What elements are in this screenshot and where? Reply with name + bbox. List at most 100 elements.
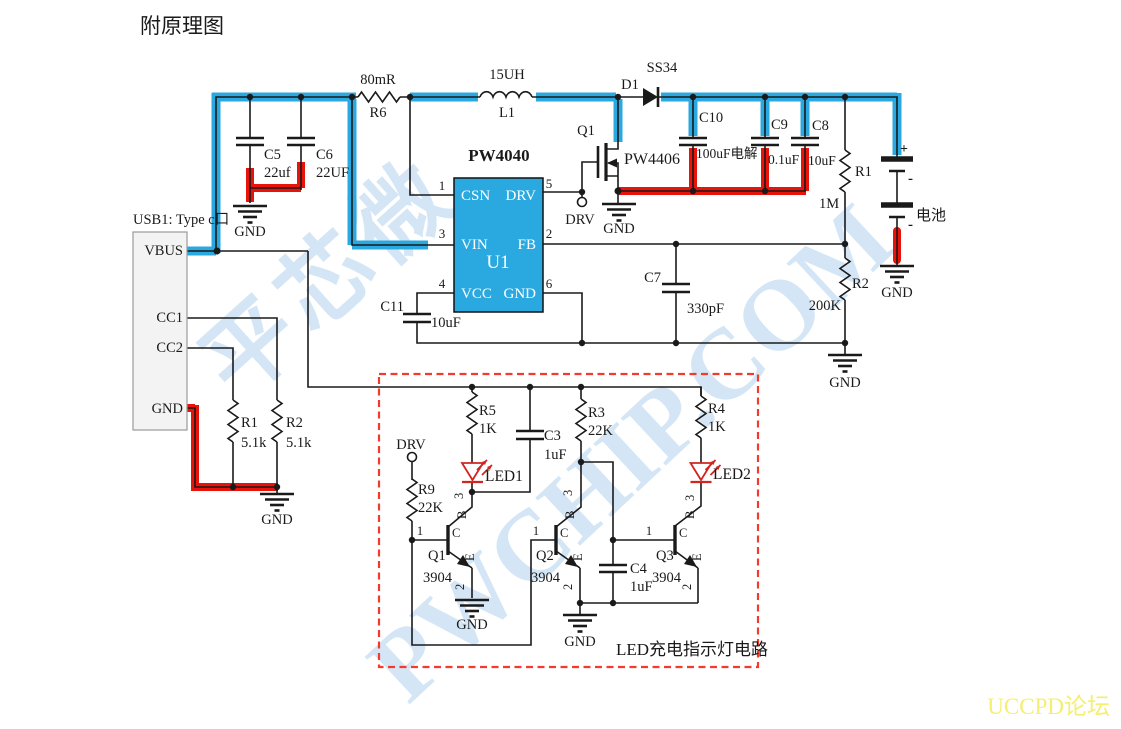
q1-pin1: 1 bbox=[417, 524, 423, 538]
c7-ref: C7 bbox=[644, 270, 661, 286]
r1-usb-value: 5.1k bbox=[241, 435, 267, 451]
u1-pin6-num: 6 bbox=[546, 276, 553, 291]
r4-value: 1K bbox=[708, 419, 726, 435]
ground-symbols: GND GND GND GND GND GND GND bbox=[231, 202, 916, 650]
q1-b: B bbox=[455, 511, 469, 519]
gnd-label: GND bbox=[603, 221, 634, 237]
junction-dots bbox=[213, 93, 849, 607]
wires bbox=[187, 96, 898, 646]
resistor-r1usb-symbol bbox=[226, 399, 240, 443]
q3-c: C bbox=[679, 526, 687, 540]
q2-ref: Q2 bbox=[536, 548, 554, 564]
q1-c: C bbox=[452, 526, 460, 540]
ic-u1: PW4040 CSN DRV VIN FB VCC GND U1 1 3 4 5… bbox=[439, 146, 553, 313]
wire-top-rail bbox=[215, 96, 898, 251]
u1-pin3-num: 3 bbox=[439, 226, 446, 241]
forum-credit: UCCPD论坛 bbox=[987, 694, 1110, 719]
r2-usb-ref: R2 bbox=[286, 415, 303, 431]
resistor-r4-symbol bbox=[694, 395, 708, 439]
q2-value: 3904 bbox=[531, 570, 561, 586]
capacitor-plates bbox=[236, 136, 819, 574]
r2-value: 200K bbox=[809, 298, 842, 314]
r1-usb-ref: R1 bbox=[241, 415, 258, 431]
l1-value: 15UH bbox=[489, 67, 525, 83]
u1-part-label: PW4040 bbox=[468, 146, 529, 165]
gnd-label: GND bbox=[261, 512, 292, 528]
battery-plus: + bbox=[900, 142, 908, 157]
u1-pin5-num: 5 bbox=[546, 176, 553, 191]
q3-value: 3904 bbox=[652, 570, 682, 586]
transistor-bars bbox=[446, 525, 677, 555]
u1-pin4-num: 4 bbox=[439, 276, 446, 291]
resistor-r2-symbol bbox=[838, 257, 852, 301]
c4-ref: C4 bbox=[630, 561, 648, 577]
q3-pin2: 2 bbox=[680, 584, 694, 590]
u1-pin-fb: FB bbox=[518, 237, 536, 253]
d1-ref: D1 bbox=[621, 77, 639, 93]
page-title: 附原理图 bbox=[140, 14, 224, 38]
led-indicator-box: LED充电指示灯电路 R5 1K R3 22K R4 1K R9 22K C3 … bbox=[377, 372, 768, 669]
c8-value: 10uF bbox=[808, 153, 836, 168]
gnd-label: GND bbox=[829, 375, 860, 391]
usb-pin-cc1: CC1 bbox=[156, 310, 183, 326]
c10-value: 100uF电解 bbox=[696, 146, 758, 161]
r3-ref: R3 bbox=[588, 405, 605, 421]
q2-c: C bbox=[560, 526, 568, 540]
c9-value: 0.1uF bbox=[768, 152, 800, 167]
c5-ref: C5 bbox=[264, 147, 281, 163]
battery-label: 电池 bbox=[916, 207, 946, 224]
drv-testpoints: DRV DRV bbox=[396, 196, 595, 463]
watermark-cn: 平芯微 bbox=[183, 140, 474, 417]
q2-pin1: 1 bbox=[533, 524, 539, 538]
wire-cc-nets bbox=[187, 317, 278, 494]
q2-e: E bbox=[571, 553, 585, 561]
resistor-r1-symbol bbox=[838, 149, 852, 193]
d1-value: SS34 bbox=[647, 60, 678, 76]
u1-pin-vin: VIN bbox=[461, 237, 488, 253]
wire-c5-c6 bbox=[249, 97, 302, 203]
q3-pin1: 1 bbox=[646, 524, 652, 538]
u1-pin-csn: CSN bbox=[461, 188, 490, 204]
l1-ref: L1 bbox=[499, 105, 515, 121]
c6-ref: C6 bbox=[316, 147, 333, 163]
wire-fb-net bbox=[543, 97, 846, 355]
resistor-r2usb-symbol bbox=[270, 399, 284, 443]
q2-b: B bbox=[563, 511, 577, 519]
c5-value: 22uf bbox=[264, 165, 291, 181]
q3-ref: Q3 bbox=[656, 548, 674, 564]
c7-value: 330pF bbox=[687, 301, 724, 317]
r1-value: 1M bbox=[819, 196, 839, 212]
r5-value: 1K bbox=[479, 421, 497, 437]
gnd-label: GND bbox=[456, 617, 487, 633]
led1-symbol bbox=[460, 459, 493, 484]
u1-pin1-num: 1 bbox=[439, 178, 446, 193]
c8-ref: C8 bbox=[812, 118, 829, 134]
drv-label: DRV bbox=[396, 437, 426, 453]
q1-e: E bbox=[463, 553, 477, 561]
mosfet-q1-symbol bbox=[596, 143, 617, 181]
led1-ref: LED1 bbox=[485, 468, 523, 485]
battery-minus: - bbox=[908, 217, 913, 233]
r6-value: 80mR bbox=[360, 72, 396, 88]
usb-pin-vbus: VBUS bbox=[144, 243, 183, 259]
gnd-label: GND bbox=[881, 285, 912, 301]
c10-ref: C10 bbox=[699, 110, 723, 126]
r2-usb-value: 5.1k bbox=[286, 435, 312, 451]
c3-value: 1uF bbox=[544, 447, 567, 463]
usb-title: USB1: Type c口 bbox=[133, 212, 229, 228]
q1-pin2: 2 bbox=[453, 584, 467, 590]
r9-ref: R9 bbox=[418, 482, 435, 498]
resistor-r6-symbol bbox=[357, 90, 401, 104]
u1-pin-vcc: VCC bbox=[461, 286, 492, 302]
q1-ref: Q1 bbox=[428, 548, 446, 564]
c9-ref: C9 bbox=[771, 117, 788, 133]
usb-connector: USB1: Type c口 VBUS CC1 CC2 GND bbox=[132, 212, 229, 431]
c11-value: 10uF bbox=[431, 315, 461, 331]
u1-pin-gnd: GND bbox=[504, 286, 537, 302]
inductor-l1-symbol bbox=[479, 90, 533, 100]
r2-ref: R2 bbox=[852, 276, 869, 292]
r6-ref: R6 bbox=[370, 105, 387, 121]
emitter-arrows bbox=[457, 555, 697, 567]
